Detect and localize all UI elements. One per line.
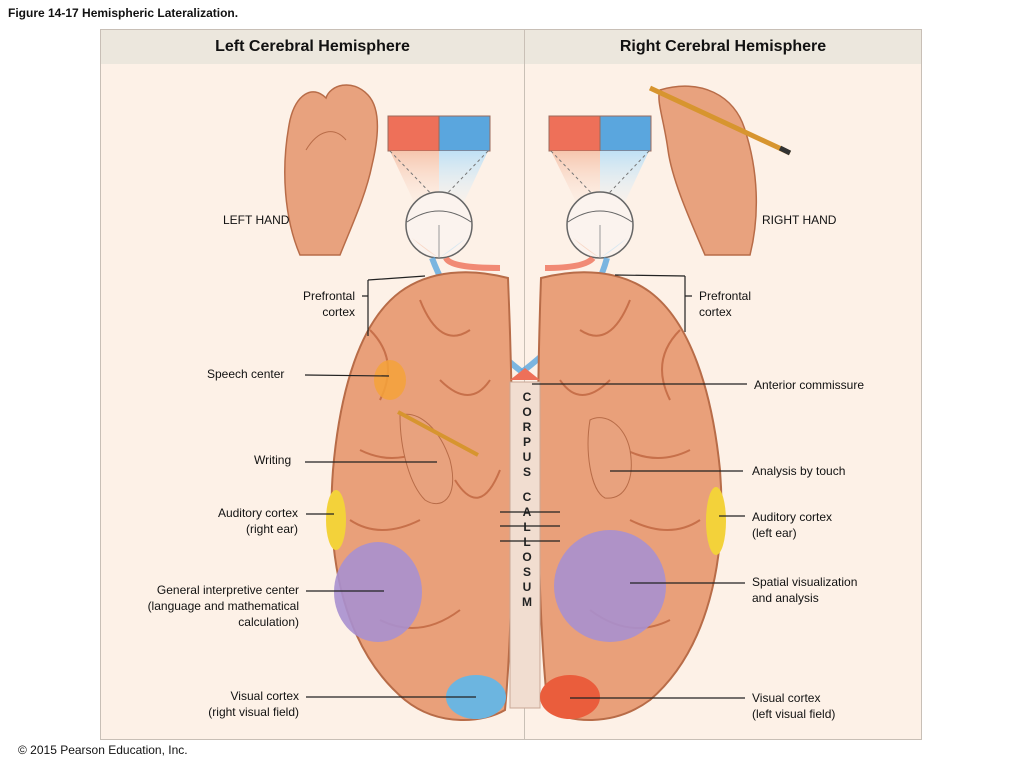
label-line: General interpretive center	[156, 583, 299, 597]
auditory-region-right	[706, 487, 726, 555]
cc-char: C	[522, 390, 532, 404]
leader-lines	[304, 274, 747, 699]
label-left-hand: LEFT HAND	[223, 213, 290, 227]
label-line: Prefrontal	[302, 289, 355, 303]
label-line: (left visual field)	[752, 707, 836, 721]
label-auditory-left: Auditory cortex (right ear)	[190, 505, 298, 537]
cc-char: L	[523, 535, 531, 549]
right-eye-icon	[566, 191, 634, 259]
general-interpretive-region	[334, 542, 422, 642]
copyright: © 2015 Pearson Education, Inc.	[18, 743, 188, 757]
cc-char: S	[522, 465, 531, 479]
label-line: cortex	[322, 305, 355, 319]
visual-field-right-eye	[548, 115, 652, 229]
cc-char: A	[522, 505, 532, 519]
label-line: Visual cortex	[752, 691, 821, 705]
label-auditory-right: Auditory cortex (left ear)	[752, 509, 832, 541]
touch-hand-icon	[587, 417, 632, 499]
label-line: (left ear)	[752, 526, 797, 540]
label-line: and analysis	[752, 591, 819, 605]
header-right-hemisphere: Right Cerebral Hemisphere	[525, 30, 921, 64]
label-line: Visual cortex	[230, 689, 299, 703]
label-prefrontal-right: Prefrontal cortex	[699, 288, 751, 320]
label-writing: Writing	[254, 453, 292, 467]
corpus-callosum-label: C O R P U S C A L L O S U M	[512, 390, 542, 610]
label-right-hand: RIGHT HAND	[762, 213, 837, 227]
cc-char: U	[522, 450, 532, 464]
label-general-interpretive: General interpretive center (language an…	[120, 582, 299, 630]
cc-char: M	[522, 595, 532, 609]
figure-title: Figure 14-17 Hemispheric Lateralization.	[8, 6, 239, 20]
label-analysis-by-touch: Analysis by touch	[752, 464, 846, 478]
label-spatial-visualization: Spatial visualization and analysis	[752, 574, 857, 606]
label-line: (language and mathematical	[147, 599, 299, 613]
label-line: Auditory cortex	[217, 506, 298, 520]
cc-char: L	[523, 520, 531, 534]
cc-char: R	[522, 420, 532, 434]
cc-char: S	[522, 565, 531, 579]
label-line: (right ear)	[245, 522, 298, 536]
label-line: (right visual field)	[208, 705, 299, 719]
speech-center-region	[374, 360, 406, 400]
left-hand-icon	[284, 84, 379, 256]
visual-field-left-eye	[387, 115, 491, 229]
label-anterior-commissure: Anterior commissure	[754, 378, 865, 392]
label-visual-cortex-left: Visual cortex (right visual field)	[170, 688, 299, 720]
right-hand-icon	[648, 85, 792, 256]
cc-char: O	[522, 550, 532, 564]
cc-char: U	[522, 580, 532, 594]
left-eye-icon	[405, 191, 473, 259]
corpus-callosum	[509, 381, 541, 709]
writing-hand-icon	[399, 413, 454, 505]
cc-char: C	[522, 490, 532, 504]
auditory-region-left	[326, 490, 346, 550]
callosum-arrows	[500, 511, 560, 542]
label-line: calculation)	[238, 615, 299, 629]
label-visual-cortex-right: Visual cortex (left visual field)	[752, 690, 835, 722]
label-line: Spatial visualization	[752, 575, 858, 589]
spatial-visualization-region	[554, 530, 666, 642]
label-line: Auditory cortex	[752, 510, 833, 524]
header-left-hemisphere: Left Cerebral Hemisphere	[101, 30, 524, 64]
visual-cortex-right-region	[540, 675, 600, 719]
cc-char: O	[522, 405, 532, 419]
label-prefrontal-left: Prefrontal cortex	[250, 288, 355, 320]
right-hemisphere	[536, 271, 723, 722]
label-line: cortex	[699, 305, 732, 319]
label-speech-center: Speech center	[207, 367, 285, 381]
cc-char: P	[522, 435, 531, 449]
label-line: Prefrontal	[699, 289, 752, 303]
anterior-commissure	[510, 368, 540, 380]
